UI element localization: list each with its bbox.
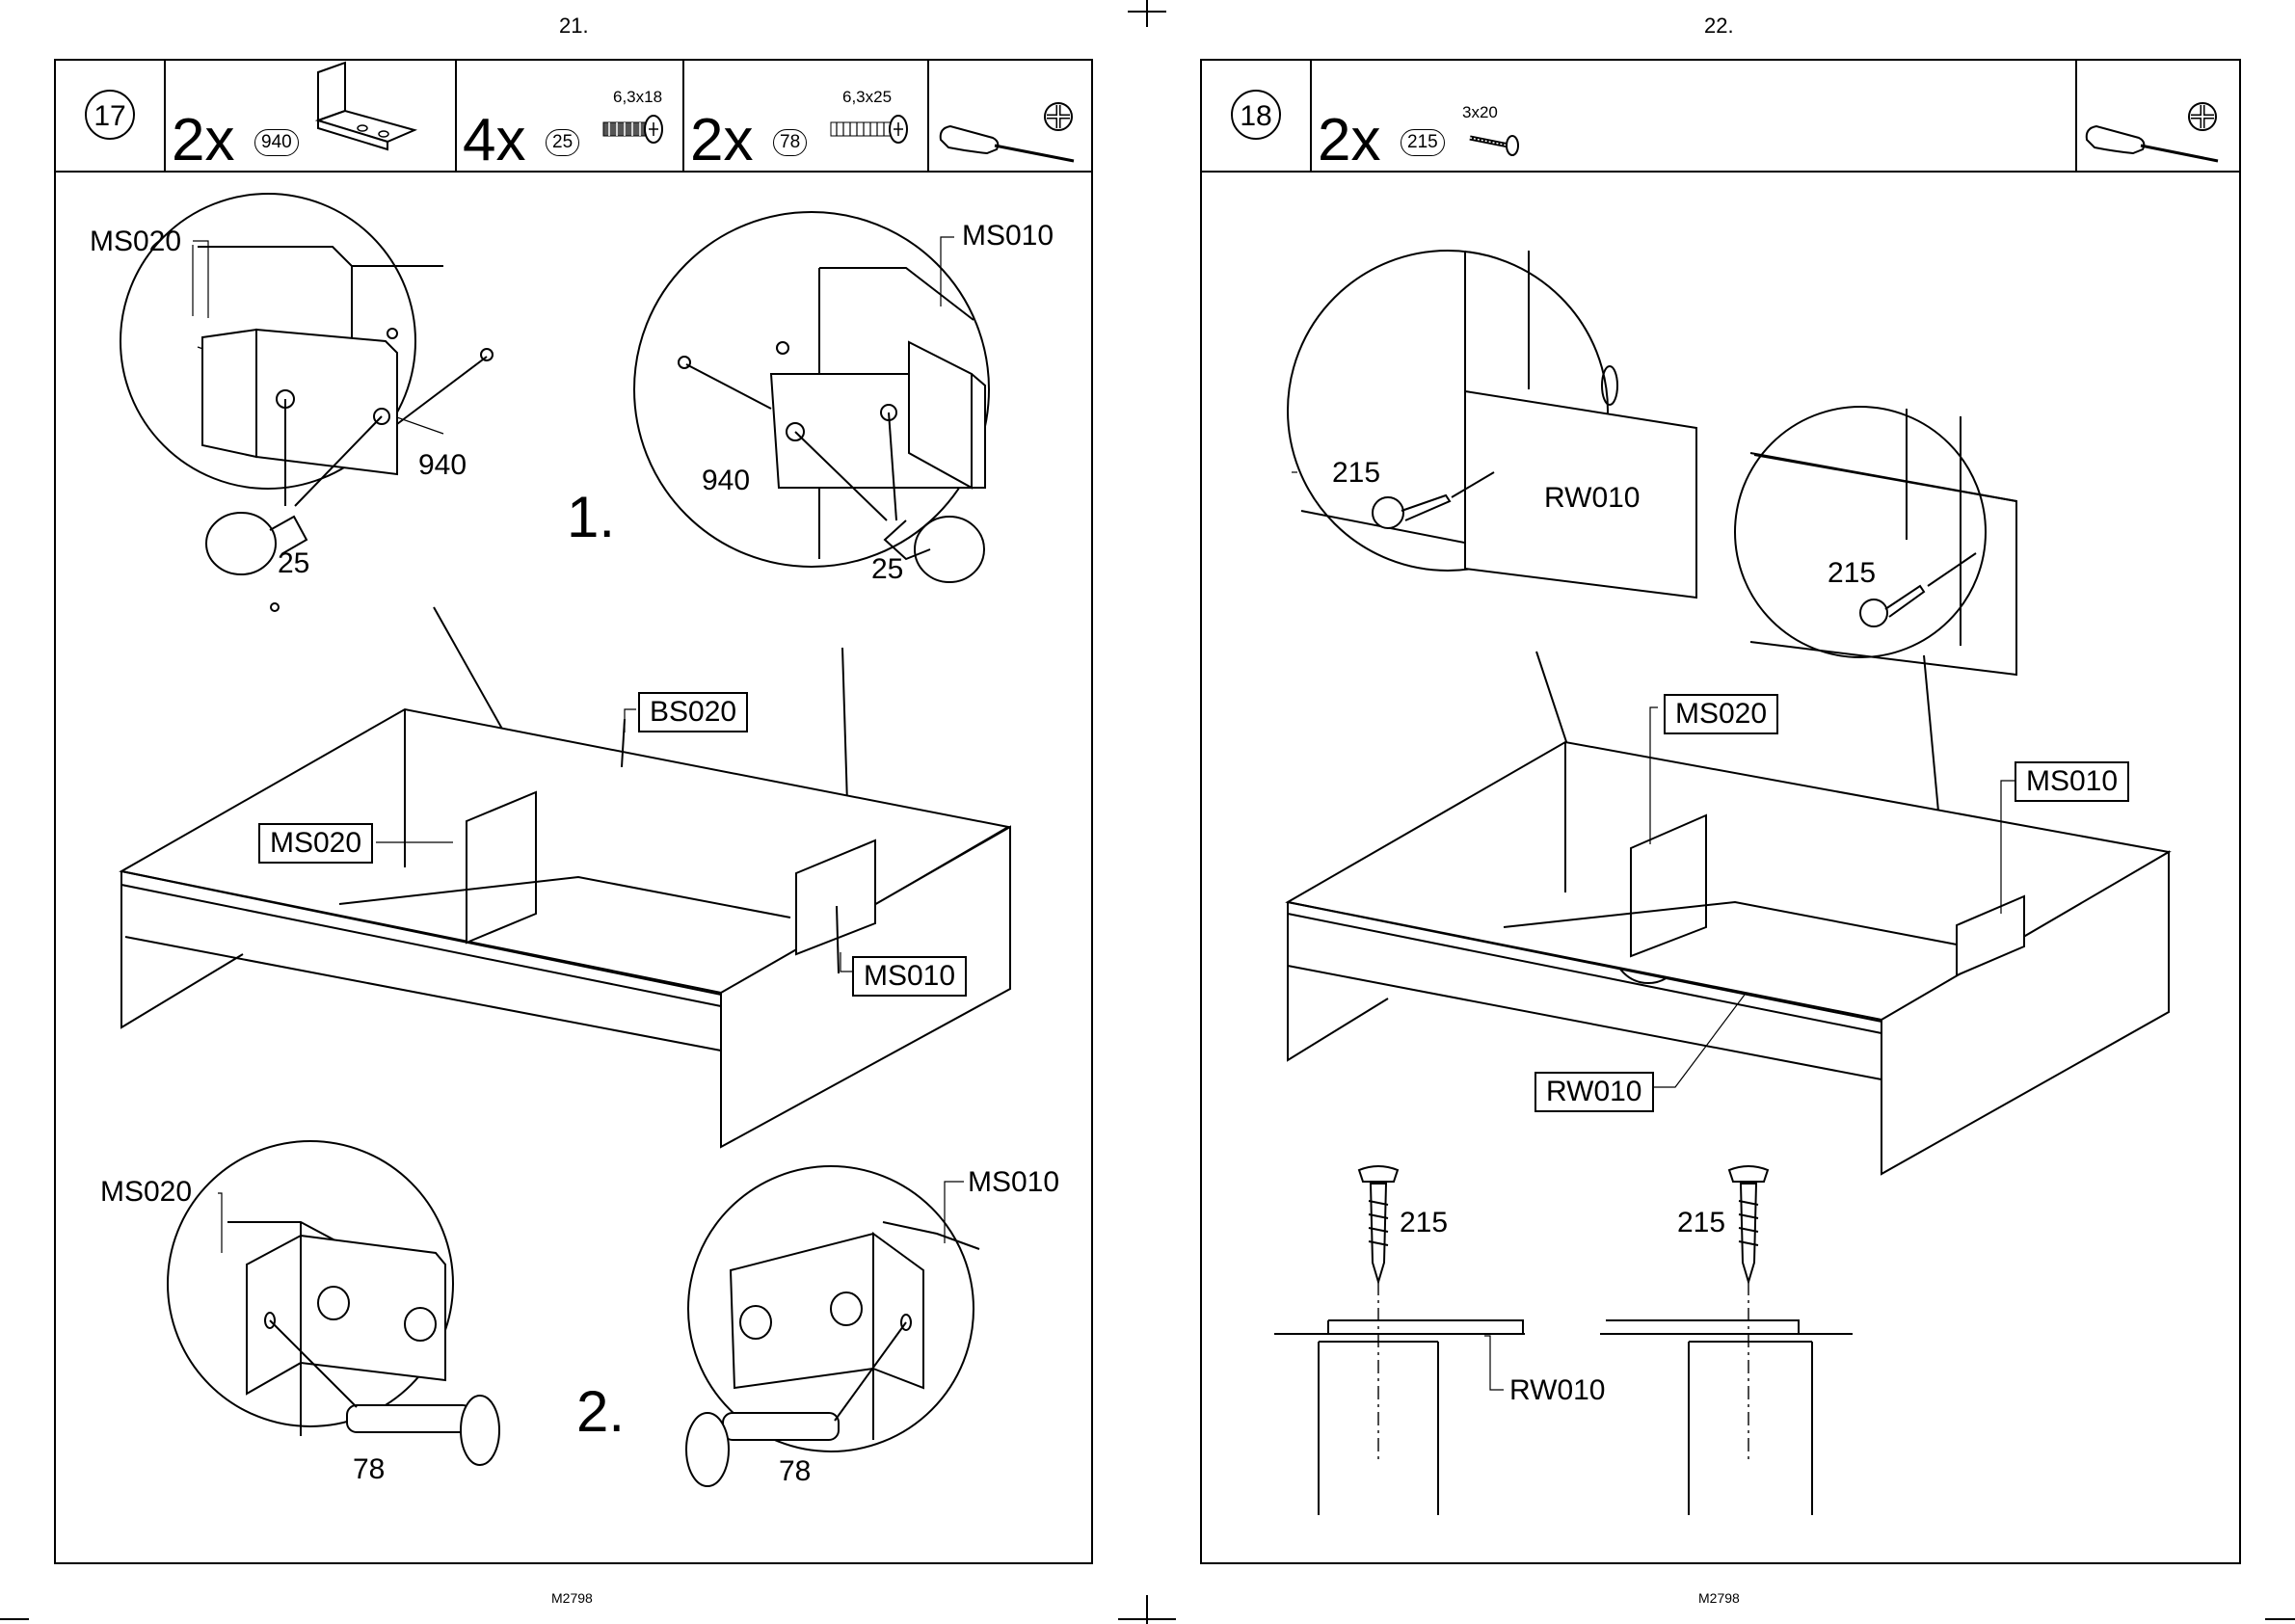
screw-215-section-left xyxy=(1359,1166,1398,1282)
label-rw010-box: RW010 xyxy=(1534,1072,1654,1112)
label-screw-215-a: 215 xyxy=(1332,457,1380,490)
label-rw010-section: RW010 xyxy=(1509,1374,1606,1407)
detail-circle-right xyxy=(1735,407,1986,657)
label-rw010-detail: RW010 xyxy=(1544,482,1641,515)
label-screw-215-b: 215 xyxy=(1828,557,1876,590)
screw-215-section-right xyxy=(1729,1166,1768,1282)
label-ms010-box: MS010 xyxy=(2015,761,2129,802)
label-screw-215-c: 215 xyxy=(1400,1207,1448,1239)
label-ms020-box: MS020 xyxy=(1664,694,1778,734)
label-screw-215-d: 215 xyxy=(1677,1207,1725,1239)
